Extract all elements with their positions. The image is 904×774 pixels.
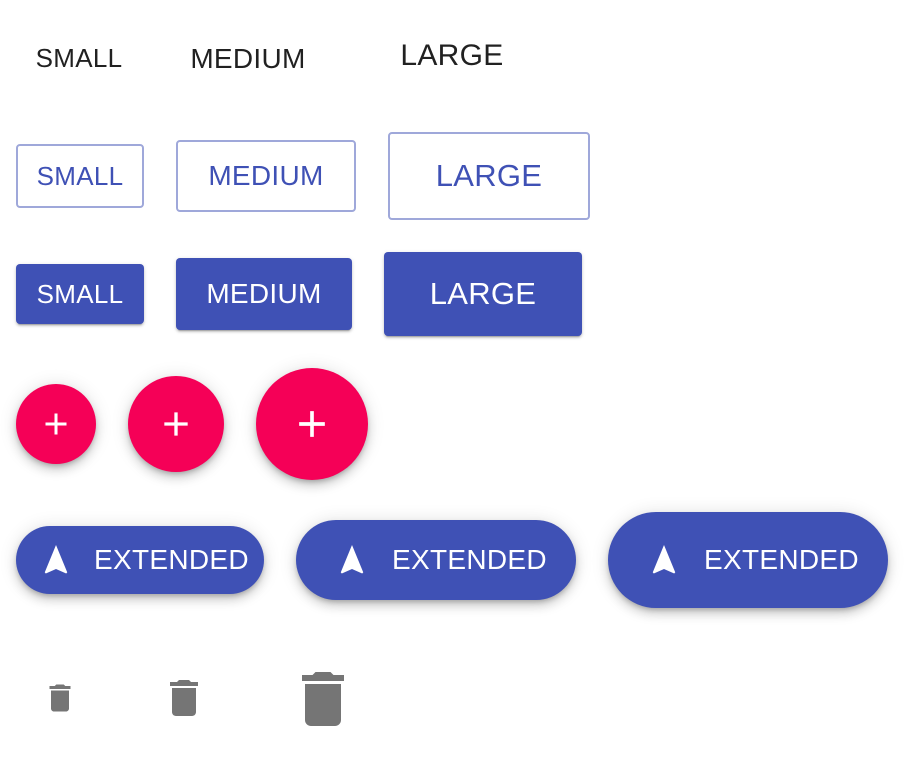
outlined-button-large-label: LARGE <box>435 158 543 193</box>
text-button-large[interactable]: LARGE <box>378 32 526 80</box>
extended-fab-small-label: EXTENDED <box>94 544 249 575</box>
fab-large[interactable] <box>256 368 368 480</box>
delete-icon <box>287 663 359 735</box>
navigation-icon <box>646 538 682 582</box>
navigation-icon <box>38 538 74 582</box>
delete-button-large[interactable] <box>280 656 366 742</box>
text-button-small[interactable]: SMALL <box>18 36 140 80</box>
contained-button-small-label: SMALL <box>36 278 124 309</box>
outlined-button-small[interactable]: SMALL <box>16 144 144 208</box>
contained-button-medium[interactable]: MEDIUM <box>176 258 352 330</box>
text-button-large-label: LARGE <box>400 39 504 72</box>
fab-medium[interactable] <box>128 376 224 472</box>
contained-button-small[interactable]: SMALL <box>16 264 144 324</box>
delete-icon <box>160 674 208 722</box>
text-button-medium-label: MEDIUM <box>190 43 306 74</box>
add-icon <box>38 406 74 442</box>
extended-fab-large-label: EXTENDED <box>704 544 859 575</box>
add-icon <box>156 404 196 444</box>
outlined-button-large[interactable]: LARGE <box>388 132 590 220</box>
outlined-button-medium-label: MEDIUM <box>208 160 324 191</box>
add-icon <box>290 402 334 446</box>
contained-button-large-label: LARGE <box>429 276 537 311</box>
delete-button-small[interactable] <box>36 674 84 722</box>
outlined-button-small-label: SMALL <box>36 160 124 191</box>
contained-button-medium-label: MEDIUM <box>206 278 322 309</box>
extended-fab-small[interactable]: EXTENDED <box>16 526 264 594</box>
fab-small[interactable] <box>16 384 96 464</box>
delete-icon <box>42 680 78 716</box>
navigation-icon <box>334 538 370 582</box>
extended-fab-medium-label: EXTENDED <box>392 544 547 575</box>
extended-fab-medium[interactable]: EXTENDED <box>296 520 576 600</box>
delete-button-medium[interactable] <box>152 666 216 730</box>
outlined-button-medium[interactable]: MEDIUM <box>176 140 356 212</box>
text-button-small-label: SMALL <box>35 42 123 73</box>
text-button-medium[interactable]: MEDIUM <box>170 36 326 82</box>
extended-fab-large[interactable]: EXTENDED <box>608 512 888 608</box>
contained-button-large[interactable]: LARGE <box>384 252 582 336</box>
